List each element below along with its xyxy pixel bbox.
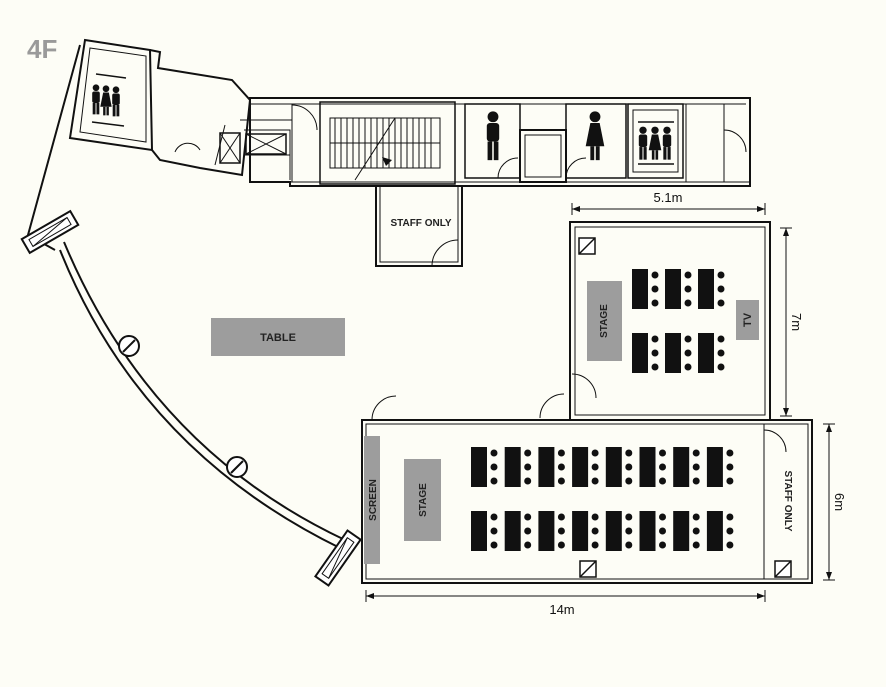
table-label: TABLE [260,332,296,344]
staff-only-top-label: STAFF ONLY [390,218,451,229]
desk [572,511,599,551]
desk [605,447,633,487]
elevator-icon [92,84,120,117]
large-room-width-label: 14m [549,602,574,617]
center-elevator [519,129,587,183]
desk [673,447,700,487]
desk [639,447,666,487]
floor-label: 4F [27,34,57,64]
large-room-desks [471,447,734,551]
table-area: TABLE [211,318,345,356]
tv-label: TV [742,312,754,327]
desk [504,511,532,551]
stage-large-label: STAGE [418,483,429,517]
desk [471,511,498,551]
desk [639,511,666,551]
desk [673,511,700,551]
curved-lounge-walls [20,44,363,587]
stage-small-label: STAGE [599,304,610,338]
small-room-depth-label: 7m [789,313,804,331]
desk [504,447,532,487]
small-meeting-room: STAGE TV [539,221,771,421]
elevator-lobby-left [68,38,252,177]
dimension-lines: 5.1m 7m 14m 6m [365,190,847,617]
no-entry-icon [118,335,140,357]
male-restroom-icon [486,111,500,161]
large-room-depth-label: 6m [832,493,847,511]
female-restroom-icon [585,111,605,161]
male-restroom [464,103,521,179]
small-room-width-label: 5.1m [654,190,683,205]
stairs-icon [319,101,456,185]
elevator-icon [638,126,672,160]
desk [706,447,734,487]
elevator-lobby-right [627,103,747,182]
desk [572,447,599,487]
desk [605,511,633,551]
staff-only-top-room: STAFF ONLY [375,186,463,267]
desk [706,511,734,551]
no-entry-icon [226,456,248,478]
desk [538,447,565,487]
female-restroom [565,103,627,179]
pillar-icon [579,560,597,578]
screen-label: SCREEN [368,479,379,521]
desk [471,447,498,487]
large-meeting-room: SCREEN STAGE STAFF ONLY [361,395,813,584]
pillar-icon [578,237,596,255]
staff-only-side-label: STAFF ONLY [782,470,793,531]
pillar-icon [774,560,792,578]
desk [538,511,565,551]
small-room-desks [632,269,725,373]
